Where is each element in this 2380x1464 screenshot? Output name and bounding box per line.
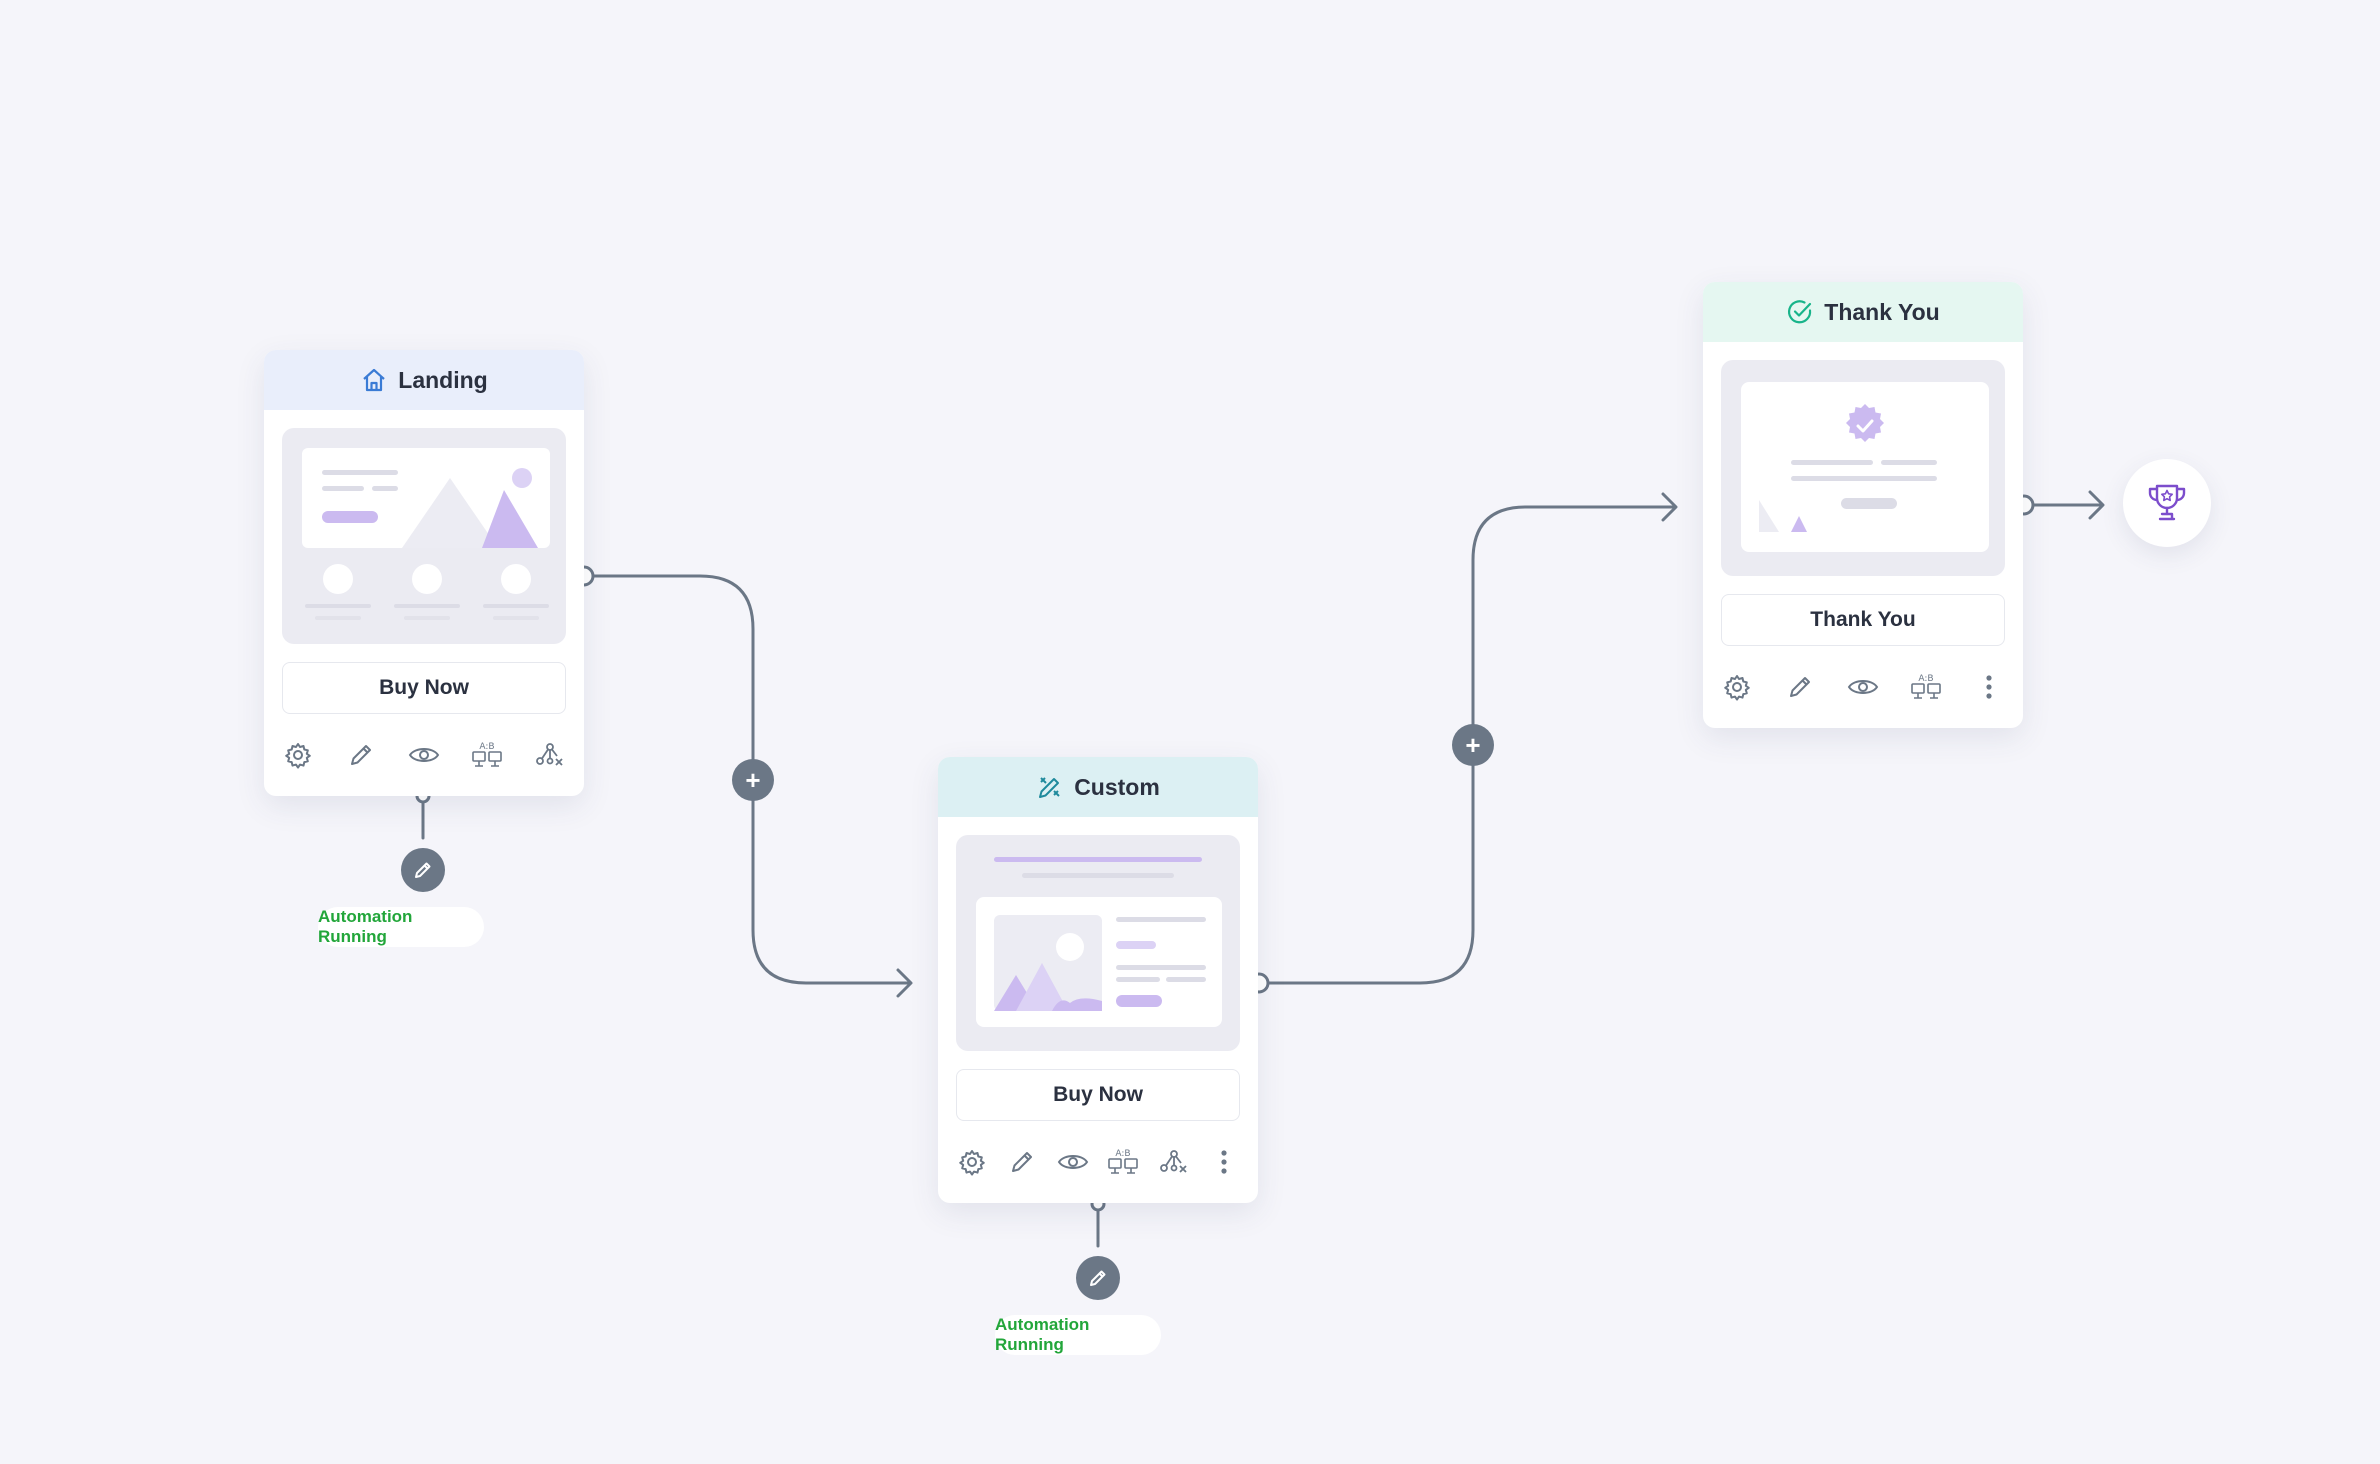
automation-status-badge: Automation Running bbox=[995, 1315, 1161, 1355]
page-thumbnail[interactable] bbox=[1721, 360, 2005, 576]
cta-button[interactable]: Buy Now bbox=[956, 1069, 1240, 1121]
svg-text:A:B: A:B bbox=[1918, 674, 1933, 684]
node-header[interactable]: Thank You bbox=[1703, 282, 2023, 342]
add-step-button[interactable]: + bbox=[1452, 724, 1494, 766]
arrowhead-to-custom bbox=[896, 968, 913, 998]
svg-text:A:B: A:B bbox=[1116, 1149, 1131, 1159]
design-tools-icon bbox=[1036, 773, 1064, 801]
settings-icon[interactable] bbox=[1715, 665, 1759, 709]
ab-split-test-icon[interactable]: A:B bbox=[465, 733, 509, 777]
settings-icon[interactable] bbox=[276, 733, 320, 777]
check-circle-icon bbox=[1786, 298, 1814, 326]
preview-eye-icon[interactable] bbox=[1051, 1140, 1095, 1184]
page-thumbnail[interactable] bbox=[956, 835, 1240, 1051]
trophy-icon bbox=[2148, 484, 2186, 521]
ab-split-test-icon[interactable]: A:B bbox=[1904, 665, 1948, 709]
node-toolbar: A:B bbox=[1703, 646, 2023, 728]
automation-status-badge: Automation Running bbox=[318, 907, 484, 947]
node-card-landing[interactable]: Landing Buy No bbox=[264, 350, 584, 796]
node-title: Thank You bbox=[1824, 298, 1940, 325]
edit-automation-button[interactable] bbox=[1076, 1256, 1120, 1300]
ab-split-test-icon[interactable]: A:B bbox=[1101, 1140, 1145, 1184]
edit-automation-button[interactable] bbox=[401, 848, 445, 892]
edit-pencil-icon bbox=[415, 862, 431, 878]
node-header[interactable]: Custom bbox=[938, 757, 1258, 817]
node-toolbar: A:B bbox=[264, 714, 584, 796]
node-card-custom[interactable]: Custom Buy Now bbox=[938, 757, 1258, 1203]
more-vertical-icon[interactable] bbox=[1967, 665, 2011, 709]
edit-pencil-icon bbox=[1090, 1270, 1106, 1286]
node-toolbar: A:B bbox=[938, 1121, 1258, 1203]
funnel-goal-node[interactable] bbox=[2123, 459, 2211, 547]
flow-split-icon[interactable] bbox=[528, 733, 572, 777]
page-thumbnail[interactable] bbox=[282, 428, 566, 644]
node-card-thankyou[interactable]: Thank You Thank You bbox=[1703, 282, 2023, 728]
add-step-button[interactable]: + bbox=[732, 759, 774, 801]
more-vertical-icon[interactable] bbox=[1202, 1140, 1246, 1184]
home-icon bbox=[360, 366, 388, 394]
flow-split-icon[interactable] bbox=[1152, 1140, 1196, 1184]
arrowhead-to-goal bbox=[2088, 490, 2105, 520]
arrowhead-to-thankyou bbox=[1661, 492, 1678, 522]
edit-pencil-icon[interactable] bbox=[1778, 665, 1822, 709]
edit-pencil-icon[interactable] bbox=[339, 733, 383, 777]
svg-text:A:B: A:B bbox=[479, 742, 494, 752]
preview-eye-icon[interactable] bbox=[402, 733, 446, 777]
cta-button[interactable]: Thank You bbox=[1721, 594, 2005, 646]
cta-button[interactable]: Buy Now bbox=[282, 662, 566, 714]
node-header[interactable]: Landing bbox=[264, 350, 584, 410]
settings-icon[interactable] bbox=[950, 1140, 994, 1184]
node-title: Custom bbox=[1074, 773, 1160, 800]
node-title: Landing bbox=[398, 366, 488, 393]
edit-pencil-icon[interactable] bbox=[1000, 1140, 1044, 1184]
preview-eye-icon[interactable] bbox=[1841, 665, 1885, 709]
